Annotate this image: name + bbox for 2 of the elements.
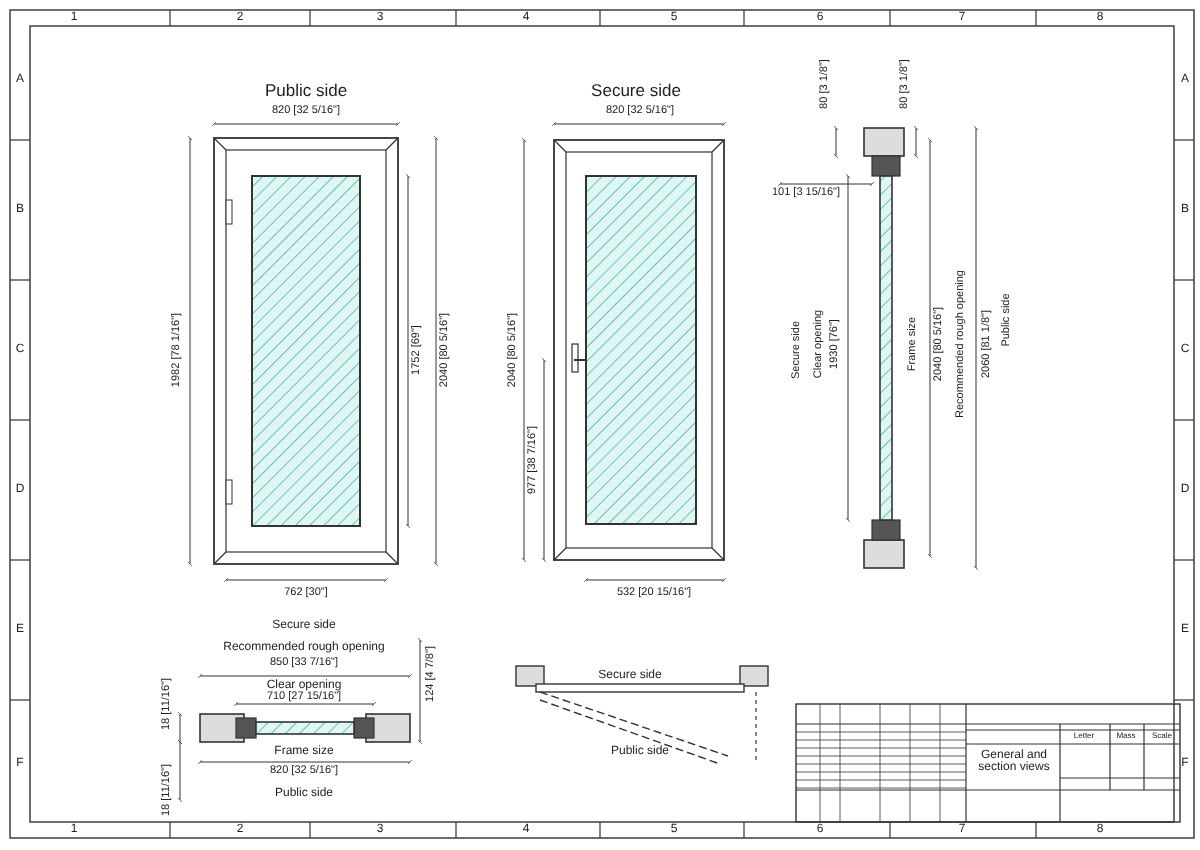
view-title: Public side <box>264 81 348 99</box>
view-title: Secure side <box>591 81 681 99</box>
